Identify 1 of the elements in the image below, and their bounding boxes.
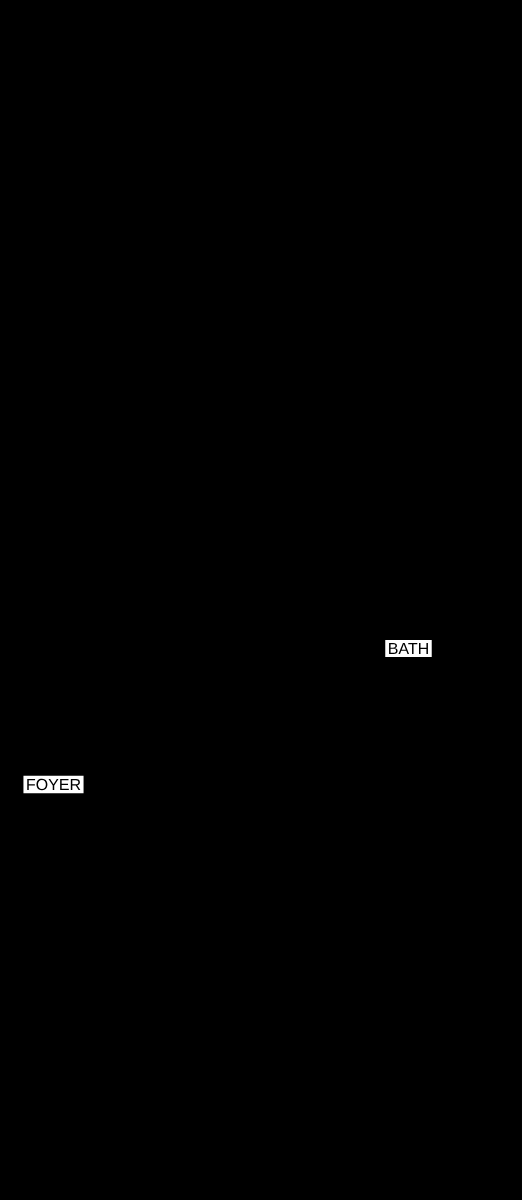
room-label: BATH	[385, 640, 432, 657]
